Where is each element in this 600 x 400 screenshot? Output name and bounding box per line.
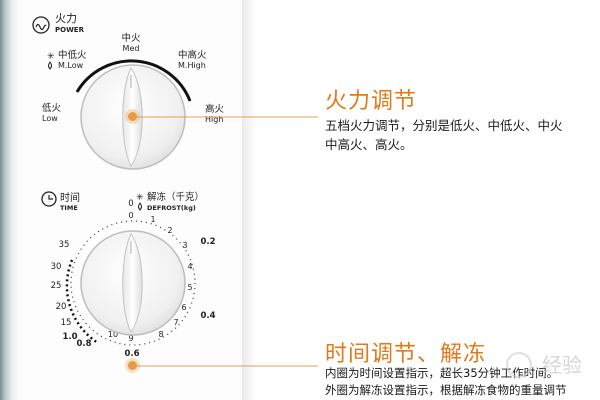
outer-tick-7: 0.6 xyxy=(124,349,139,359)
timer-header: 时间 TIME xyxy=(41,191,80,212)
outer-tick-1: 30 xyxy=(51,262,62,272)
outer-tick-8: 0.4 xyxy=(200,311,215,321)
svg-text:✳: ✳ xyxy=(47,52,55,62)
power-header: 火力 POWER xyxy=(32,12,85,34)
outer-tick-5: 1.0 xyxy=(62,332,77,342)
power-labels: 中火 Med 中低火 M.Low ✳ 中高火 M.High 低火 Low 高火 … xyxy=(42,32,225,124)
outer-tick-0: 35 xyxy=(59,240,70,250)
svg-text:✳: ✳ xyxy=(136,193,144,203)
watermark-icon xyxy=(506,352,532,378)
label-mhigh-en: M.High xyxy=(178,61,206,70)
label-low-cn: 低火 xyxy=(42,102,62,114)
label-mlow-en: M.Low xyxy=(58,61,84,70)
inner-tick-labels: 0 1 2 3 4 5 67 8 9 10 xyxy=(108,211,193,343)
power-callout-line2: 中高火、高火。 xyxy=(325,137,413,152)
defrost-header: ✳ 解冻（千克） DEFROST(kg) xyxy=(136,191,204,212)
inner-tick-9: 9 xyxy=(128,334,133,343)
outer-tick-6: 0.8 xyxy=(76,339,91,349)
panel-divider xyxy=(242,0,256,400)
label-med-en: Med xyxy=(123,44,140,53)
inner-tick-2: 2 xyxy=(167,226,172,235)
label-mlow-cn: 中低火 xyxy=(58,49,87,61)
snowflake-icon: ✳ xyxy=(136,193,144,203)
outer-tick-2: 25 xyxy=(51,281,62,291)
defrost-label-cn: 解冻（千克） xyxy=(147,191,204,203)
power-title-cn: 火力 xyxy=(55,12,77,25)
label-low-en: Low xyxy=(42,114,58,123)
label-high-en: High xyxy=(205,115,223,124)
timer-callout-line2: 外圈为解冻设置指示，根据解冻食物的重量调节 xyxy=(325,383,567,397)
clock-icon xyxy=(41,191,57,207)
power-icon xyxy=(32,16,50,34)
inner-tick-0: 0 xyxy=(128,211,133,220)
power-scale-arc xyxy=(75,59,192,102)
timer-marker-dot xyxy=(128,361,137,370)
outer-tick-3: 20 xyxy=(56,302,67,312)
inner-tick-4: 4 xyxy=(187,262,192,271)
outer-tick-4: 15 xyxy=(61,318,72,328)
inner-tick-8: 8 xyxy=(158,330,163,339)
metal-edge xyxy=(0,0,20,400)
outer-tick-10: 0 xyxy=(128,199,133,209)
inner-tick-10: 10 xyxy=(108,330,118,339)
outer-tick-9: 0.2 xyxy=(200,237,215,247)
power-callout-title: 火力调节 xyxy=(325,89,418,114)
time-label-en: TIME xyxy=(60,204,78,212)
timer-dotted-scale xyxy=(70,220,196,346)
watermark: 经验 xyxy=(542,353,582,377)
label-mhigh-cn: 中高火 xyxy=(178,49,207,61)
timer-outer-scale xyxy=(65,259,99,345)
inner-tick-5: 5 xyxy=(187,283,192,292)
power-callout-text: 五档火力调节，分别是低火、中低火、中火 中高火、高火。 xyxy=(325,116,595,154)
inner-tick-6: 6 xyxy=(181,303,186,312)
power-marker-dot xyxy=(128,112,137,121)
power-callout-line1: 五档火力调节，分别是低火、中低火、中火 xyxy=(325,118,563,133)
drop-icon xyxy=(48,61,52,70)
timer-callout-line1: 内圈为时间设置指示，超长35分钟工作时间。 xyxy=(325,366,559,380)
timer-knob[interactable] xyxy=(80,230,186,336)
inner-tick-1: 1 xyxy=(150,215,155,224)
timer-callout-text: 内圈为时间设置指示，超长35分钟工作时间。 外圈为解冻设置指示，根据解冻食物的重… xyxy=(325,365,595,399)
defrost-label-en: DEFROST(kg) xyxy=(147,204,196,212)
time-label-cn: 时间 xyxy=(60,191,80,204)
power-title-en: POWER xyxy=(55,26,85,34)
label-med-cn: 中火 xyxy=(121,32,141,44)
inner-tick-7: 7 xyxy=(173,318,178,327)
drop-icon-2 xyxy=(138,202,142,211)
sparkle-icon: ✳ xyxy=(47,52,55,62)
timer-callout-title: 时间调节、解冻 xyxy=(325,342,487,367)
label-high-cn: 高火 xyxy=(205,103,225,115)
inner-tick-3: 3 xyxy=(182,241,187,250)
